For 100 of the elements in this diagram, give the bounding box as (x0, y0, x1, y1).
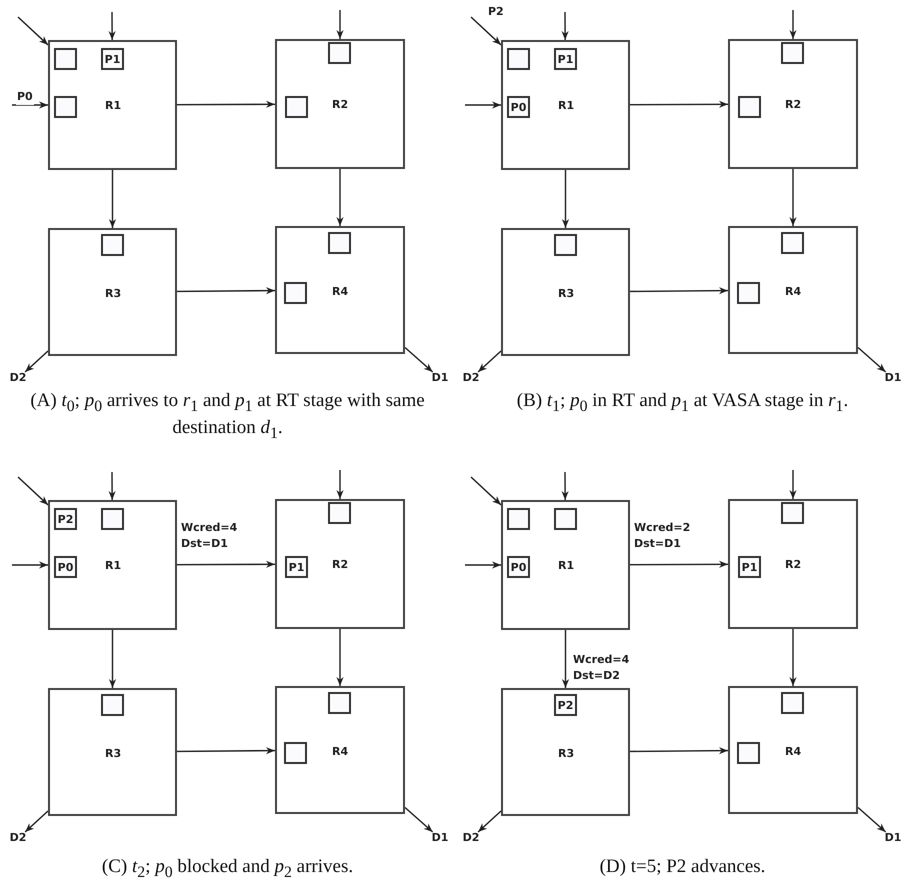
edge-label: P0 (16, 89, 34, 105)
buffer-slot (101, 508, 124, 530)
arrow (562, 12, 569, 40)
destination-label: D1 (883, 372, 903, 385)
router-box (501, 40, 630, 170)
buffer-slot (781, 502, 804, 524)
arrow (336, 470, 344, 499)
arrow (478, 350, 502, 373)
router-label: R2 (332, 98, 348, 111)
figure-caption: (B) t$_{1}$; p$_{0}$ in RT and p$_{1}$ at VASA stage in r$_{1}$. (516, 390, 850, 417)
buffer-slot (328, 232, 351, 254)
buffer-slot (284, 742, 307, 764)
destination-label: D2 (461, 832, 481, 845)
buffer-slot: P1 (738, 556, 761, 578)
buffer-slot (54, 48, 77, 70)
router-box (275, 39, 405, 169)
arrow (108, 630, 116, 688)
router-label: R1 (558, 99, 574, 112)
buffer-slot (328, 42, 351, 64)
router-box (48, 688, 177, 816)
arrow (630, 560, 728, 568)
buffer-slot (328, 692, 351, 714)
arrow (630, 747, 728, 754)
arrow (108, 12, 116, 40)
arrow (789, 169, 797, 226)
destination-label: D2 (461, 372, 481, 385)
arrow (108, 472, 116, 500)
buffer-slot (507, 508, 530, 530)
buffer-slot (554, 508, 577, 530)
router-box (48, 500, 177, 630)
arrow (336, 629, 344, 686)
arrow (12, 101, 48, 109)
destination-label: D2 (8, 832, 28, 845)
buffer-slot (737, 742, 760, 764)
router-label: R4 (332, 285, 348, 298)
router-box (275, 226, 405, 354)
figure-caption: (D) t=5; P2 advances. (598, 856, 766, 877)
buffer-slot: P2 (54, 508, 77, 530)
arrow (177, 287, 275, 294)
destination-label: D1 (883, 832, 903, 845)
router-box (275, 499, 405, 629)
arrow (470, 476, 502, 506)
router-label: R3 (558, 747, 574, 760)
router-label: R2 (785, 98, 802, 111)
buffer-slot (781, 692, 804, 714)
arrow (336, 169, 344, 226)
buffer-slot (285, 96, 308, 118)
router-box (728, 226, 858, 354)
arrow (177, 747, 275, 754)
arrow (789, 10, 797, 39)
buffer-slot (328, 502, 351, 524)
buffer-slot (554, 234, 577, 256)
figure-caption: (A) t$_{0}$; p$_{0}$ arrives to r$_{1}$ and p$_{1}$ at RT stage with same destination d$_{1}$. (29, 390, 426, 444)
arrow (630, 100, 728, 108)
arrow (858, 347, 886, 373)
buffer-slot: P0 (507, 96, 530, 118)
arrow (465, 561, 501, 569)
arrow (18, 16, 48, 46)
router-label: R4 (332, 745, 348, 758)
router-box (275, 686, 405, 814)
router-label: R4 (785, 285, 802, 298)
arrow (177, 100, 275, 108)
router-box (728, 686, 858, 814)
arrow (789, 629, 797, 686)
arrow (404, 347, 434, 373)
buffer-slot (738, 96, 761, 118)
arrow (18, 476, 48, 506)
destination-label: D1 (430, 832, 450, 845)
arrow (478, 810, 502, 833)
buffer-slot (781, 42, 804, 64)
buffer-slot: P1 (101, 48, 124, 70)
buffer-slot: P2 (554, 694, 577, 716)
arrow (24, 350, 48, 373)
buffer-slot (507, 48, 530, 70)
router-label: R3 (105, 747, 122, 760)
router-box (728, 39, 858, 169)
router-label: R2 (332, 558, 348, 571)
router-box (501, 228, 630, 356)
router-label: R3 (105, 287, 122, 300)
figure-caption: (C) t$_{2}$; p$_{0}$ blocked and p$_{2}$ arrives. (100, 856, 354, 883)
arrow (404, 807, 434, 833)
buffer-slot: P1 (285, 556, 308, 578)
arrow (470, 16, 502, 46)
router-box (501, 688, 630, 816)
router-label: R1 (105, 559, 122, 572)
buffer-slot (101, 694, 124, 716)
router-label: R1 (105, 99, 122, 112)
arrow (336, 10, 344, 39)
buffer-slot (781, 232, 804, 254)
router-label: R1 (558, 559, 574, 572)
destination-label: D2 (8, 372, 28, 385)
arrow (108, 170, 116, 228)
destination-label: D1 (430, 372, 450, 385)
router-label: R2 (785, 558, 802, 571)
buffer-slot: P0 (507, 556, 530, 578)
buffer-slot (54, 96, 77, 118)
arrow (24, 810, 48, 833)
buffer-slot: P0 (54, 556, 77, 578)
router-box (728, 499, 858, 629)
arrow (12, 561, 48, 569)
